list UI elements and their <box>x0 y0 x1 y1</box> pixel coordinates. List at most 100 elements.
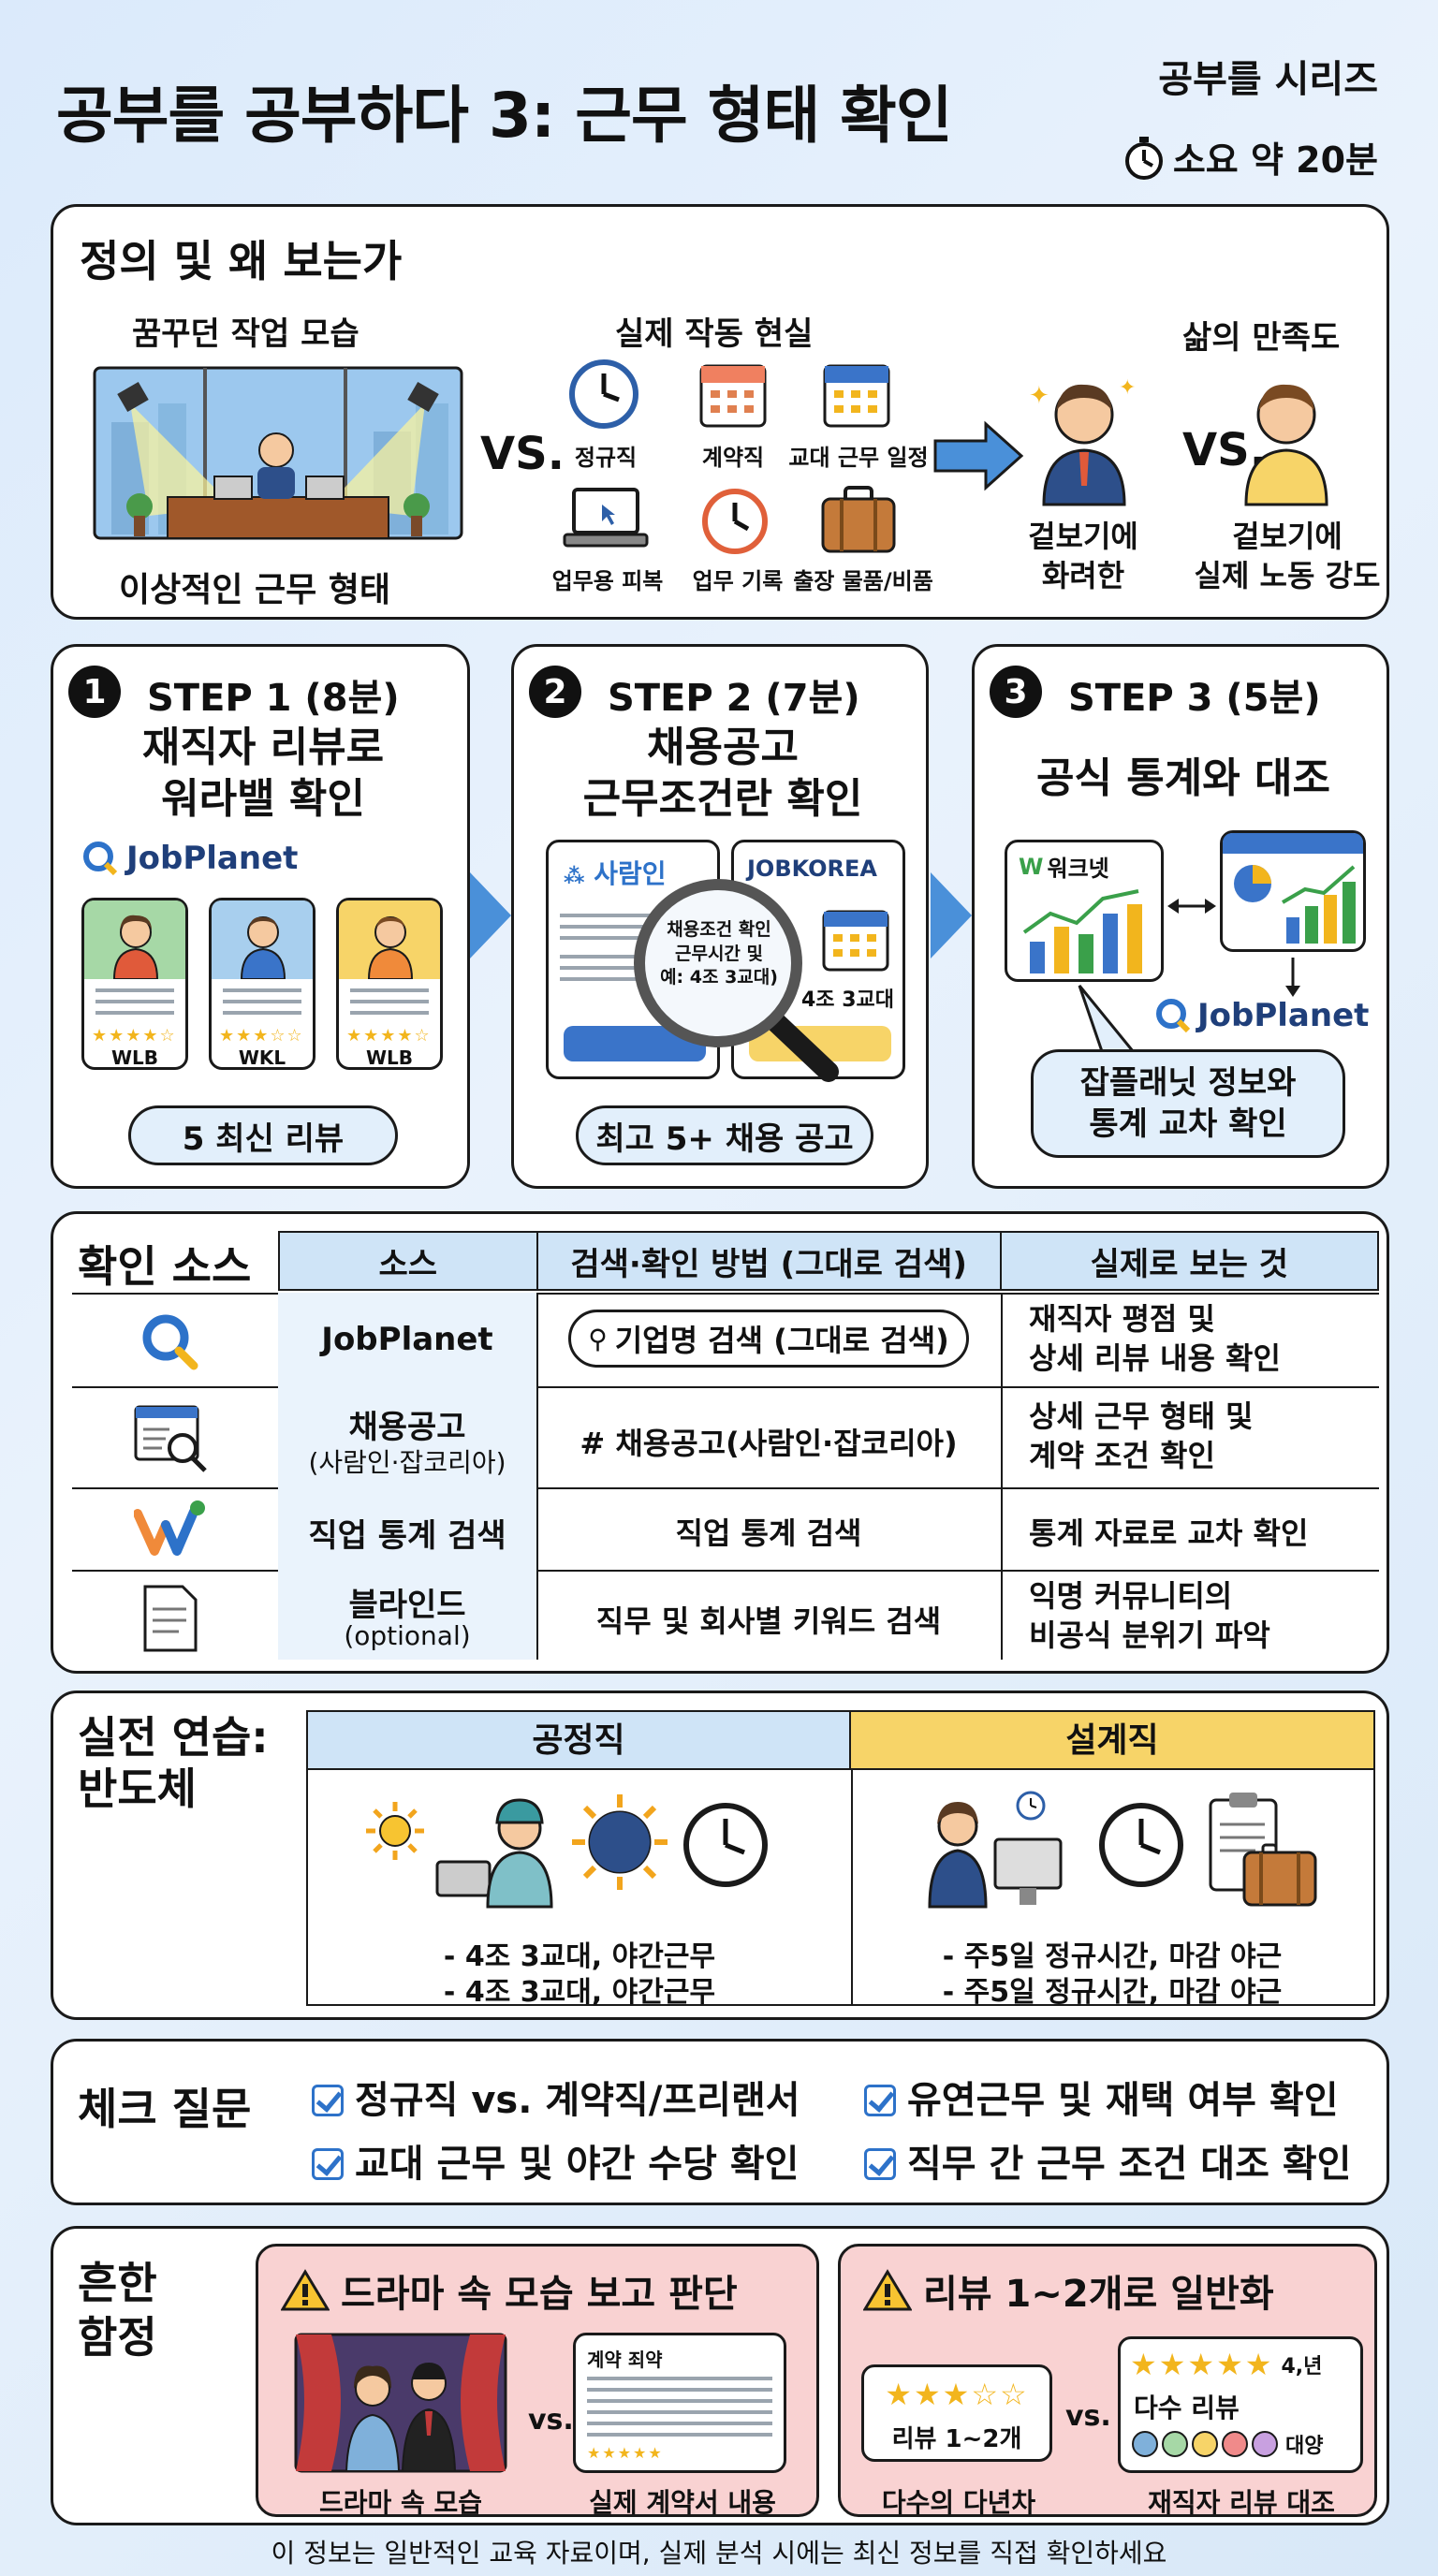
many-reviews-card: ★★★★★ 4,년 다수 리뷰 대양 <box>1118 2336 1363 2473</box>
chevron-right-icon <box>931 872 972 959</box>
calendar-icon <box>699 364 767 428</box>
step1-brand-text: JobPlanet <box>126 840 299 877</box>
sources-title: 확인 소스 <box>78 1241 252 1292</box>
stats-card <box>1220 830 1366 952</box>
checklist-title: 체크 질문 <box>78 2084 252 2134</box>
many-reviews-stars: ★★★★★ <box>1130 2347 1274 2382</box>
schedule-icon <box>823 364 890 428</box>
check-item-3: 직무 간 근무 조건 대조 확인 <box>864 2133 1351 2188</box>
jobplanet-logo-icon <box>83 842 118 876</box>
source-name-0: JobPlanet <box>321 1321 493 1358</box>
duration-label: 소요 약 20분 <box>1123 131 1378 183</box>
worknet-brand-text: 워크넷 <box>1047 856 1109 882</box>
jobkorea-card: JOBKOREA 4조 3교대 <box>731 840 905 1079</box>
worknet-card: W 워크넷 <box>1005 840 1164 982</box>
document-icon <box>143 1585 198 1652</box>
trap1-heading: 드라마 속 모습 보고 판단 <box>281 2263 738 2318</box>
practice-table: 공정직 설계직 - 4조 3교대, 야간근무 - 4조 3교대, 야간근무 <box>306 1710 1375 2009</box>
stopwatch-icon <box>1124 136 1163 180</box>
trap1-vs: vs. <box>528 2404 574 2437</box>
practice-title: 실전 연습: 반도체 <box>78 1712 269 1815</box>
see-1: 상세 근무 형태 및 계약 조건 확인 <box>1029 1398 1254 1473</box>
saramin-brand-text: 사람인 <box>594 858 667 889</box>
satisfaction-label: 삶의 만족도 <box>1182 319 1341 357</box>
sources-table: 소스 검색·확인 방법 (그대로 검색) 실제로 보는 것 <box>278 1231 1380 1291</box>
method-0: 기업명 검색 (그대로 검색) <box>614 1323 949 1358</box>
review-card-label: WKL <box>238 1046 286 1069</box>
ideal-label: 이상적인 근무 형태 <box>119 571 391 609</box>
icon-label-1: 계약직 <box>701 445 765 471</box>
step3-panel: 3 STEP 3 (5분) 공식 통계와 대조 W 워크넷 JobPlanet <box>972 644 1389 1189</box>
review-card-2: ★★★☆☆ WKL <box>209 898 315 1070</box>
magnifier-icon <box>634 879 839 1082</box>
person-a-label: 겉보기에 화려한 <box>1028 519 1138 593</box>
review-card-3: ★★★★☆ WLB <box>336 898 443 1070</box>
jobplanet-icon <box>142 1314 198 1370</box>
checkbox-checked-icon <box>312 2148 344 2180</box>
sources-rows: JobPlanet ⚲기업명 검색 (그대로 검색) 재직자 평점 및 상세 리… <box>72 1293 1379 1660</box>
person-worker-icon <box>1244 384 1328 506</box>
step3-heading: STEP 3 (5분) <box>1068 677 1321 720</box>
warning-icon <box>863 2269 912 2311</box>
source-name-1: 채용공고 <box>348 1409 466 1446</box>
trap1-box: 드라마 속 모습 보고 판단 vs. 계약 죄약 ★★★★★ 드라마 속 모습 … <box>256 2244 819 2518</box>
avatar-icon <box>1162 2431 1188 2457</box>
header-method: 검색·확인 방법 (그대로 검색) <box>536 1231 1002 1291</box>
source-name-3: 블라인드 <box>348 1587 466 1624</box>
series-label: 공부를 시리즈 <box>1158 58 1378 101</box>
page-title: 공부를 공부하다 3: 근무 형태 확인 <box>56 80 953 152</box>
col-design: 설계직 <box>851 1712 1373 1770</box>
review-stars: ★★★★☆ <box>346 1026 432 1046</box>
step3-bubble: 잡플래닛 정보와 통계 교차 확인 <box>1031 1049 1345 1158</box>
sources-panel: 확인 소스 소스 검색·확인 방법 (그대로 검색) 실제로 보는 것 JobP… <box>51 1211 1389 1674</box>
step1-number: 1 <box>68 666 121 718</box>
col-process: 공정직 <box>308 1712 851 1770</box>
stats-chart-icon <box>1234 865 1356 944</box>
step2-heading: STEP 2 (7분) <box>608 677 860 720</box>
many-reviews-text: 다수 리뷰 <box>1134 2393 1240 2423</box>
definition-panel: 정의 및 왜 보는가 꿈꾸던 작업 모습 이상적인 근무 형태 VS. 실제 작… <box>51 204 1389 620</box>
process-line-1: - 4조 3교대, 야간근무 <box>443 1976 716 2009</box>
review-stars: ★★★☆☆ <box>219 1026 304 1046</box>
step2-pill: 최고 5+ 채용 공고 <box>576 1105 873 1165</box>
search-box: ⚲기업명 검색 (그대로 검색) <box>568 1310 969 1368</box>
factory-worker-icon <box>435 1798 553 1909</box>
avatar-icon <box>1252 2431 1278 2457</box>
step3-number: 3 <box>990 666 1042 718</box>
icon-label-4: 업무 기록 <box>692 568 784 594</box>
step1-brand: JobPlanet <box>81 840 298 877</box>
design-line-0: - 주5일 정규시간, 마감 야근 <box>942 1940 1283 1973</box>
bar-chart-icon <box>1022 889 1142 973</box>
reviewer-avatar-icon <box>112 915 159 979</box>
definition-title: 정의 및 왜 보는가 <box>80 236 403 286</box>
checkbox-checked-icon <box>864 2148 896 2180</box>
chevron-right-icon <box>470 872 511 959</box>
icon-label-5: 출장 물품/비품 <box>793 568 933 594</box>
jobkorea-cal-label: 4조 3교대 <box>801 988 894 1012</box>
step2-title: 채용공고 근무조건란 확인 <box>582 724 863 823</box>
traps-title: 흔한 함정 <box>78 2258 157 2363</box>
see-0: 재직자 평점 및 상세 리뷰 내용 확인 <box>1029 1301 1281 1376</box>
icon-label-3: 업무용 피복 <box>551 568 664 594</box>
job-ad-icon <box>134 1405 207 1472</box>
checklist-panel: 체크 질문 정규직 vs. 계약직/프리랜서 교대 근무 및 야간 수당 확인 … <box>51 2039 1389 2205</box>
checkbox-checked-icon <box>312 2085 344 2116</box>
trap2-box: 리뷰 1~2개로 일반화 ★★★☆☆ 리뷰 1~2개 vs. ★★★★★ 4,년… <box>838 2244 1377 2518</box>
header-see: 실제로 보는 것 <box>999 1231 1380 1291</box>
step3-brand-b: JobPlanet <box>1154 997 1369 1034</box>
trap2-title-text: 리뷰 1~2개로 일반화 <box>923 2273 1274 2316</box>
dream-label: 꿈꾸던 작업 모습 <box>132 315 360 353</box>
calendar-icon <box>822 910 889 972</box>
many-reviews-tag: 대양 <box>1285 2435 1324 2458</box>
step3-title: 공식 통계와 대조 <box>1036 754 1330 802</box>
check-item-0: 정규직 vs. 계약직/프리랜서 <box>312 2070 800 2124</box>
few-reviews-card: ★★★☆☆ 리뷰 1~2개 <box>861 2364 1052 2462</box>
checkbox-checked-icon <box>864 2085 896 2116</box>
step1-pill: 5 최신 리뷰 <box>128 1105 398 1165</box>
see-2: 통계 자료로 교차 확인 <box>1029 1515 1309 1551</box>
drama-scene-illustration <box>294 2333 507 2473</box>
jobplanet-logo-icon <box>1156 999 1191 1033</box>
worknet-icon <box>134 1500 205 1556</box>
reviewer-avatars: 대양 <box>1132 2429 1323 2459</box>
few-reviews-stars: ★★★☆☆ <box>885 2377 1029 2412</box>
